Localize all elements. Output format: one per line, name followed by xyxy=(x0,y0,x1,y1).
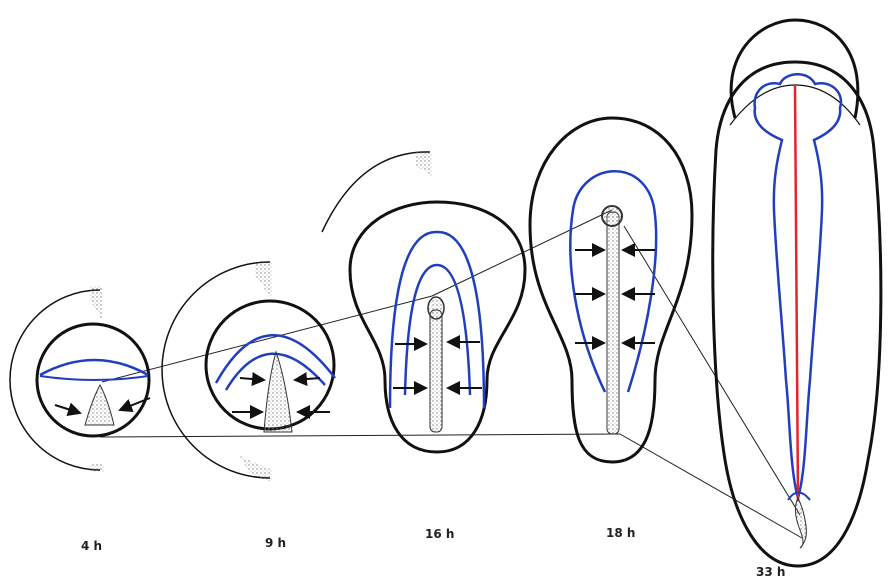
stage-33h-neural-outline xyxy=(753,73,843,503)
stage-18h-epiblast-outer xyxy=(569,170,658,393)
stage-label-33h: 33 h xyxy=(756,565,786,579)
stage-9h-outer-arc xyxy=(161,261,271,479)
stage-9h-arrow-upper-left xyxy=(239,372,266,386)
stage-4h-arrow-right xyxy=(118,397,151,413)
stage-9h-stipple xyxy=(240,262,272,482)
stage-18h-primitive-streak xyxy=(606,211,620,435)
stage-16h-outer-arc xyxy=(321,151,431,233)
stage-33h-head-fold xyxy=(729,18,860,119)
stage-33h-notochord xyxy=(793,85,800,501)
stage-16h-epiblast-inner xyxy=(403,263,472,396)
stage-16h-epiblast-outer xyxy=(388,230,486,409)
stage-33h-primitive-streak xyxy=(794,496,807,549)
stage-33h-body xyxy=(711,60,883,568)
stage-4h-epiblast-line xyxy=(39,358,149,377)
stage-33h-head-fold-inner xyxy=(729,84,861,126)
stage-4h-embryo xyxy=(9,286,151,472)
stage-16h-stipple xyxy=(416,152,432,178)
stage-9h-arrow-upper-right xyxy=(293,372,321,387)
stage-4h-epiblast-line-lower xyxy=(39,375,149,381)
stage-9h-epiblast-outer xyxy=(214,334,336,384)
stage-4h-primitive-streak xyxy=(84,383,115,426)
stage-33h-embryo xyxy=(711,18,883,568)
stage-9h-epiblast-inner xyxy=(224,352,326,391)
stage-18h-hensens-node xyxy=(601,205,623,227)
stage-label-4h: 4 h xyxy=(81,539,103,553)
stage-18h-disc xyxy=(528,116,694,464)
stage-4h-disc xyxy=(35,322,151,438)
stage-16h-embryo xyxy=(321,151,527,454)
stage-label-16h: 16 h xyxy=(425,527,455,541)
stage-label-9h: 9 h xyxy=(265,536,287,550)
stage-16h-hensens-node xyxy=(427,296,445,320)
stage-label-18h: 18 h xyxy=(606,526,636,540)
stage-4h-arrow-left xyxy=(54,402,82,417)
stage-9h-embryo xyxy=(161,261,336,482)
stage-4h-outer-arc xyxy=(9,289,101,471)
stage-16h-disc xyxy=(348,200,527,454)
stage-9h-primitive-streak xyxy=(263,350,293,433)
stage-33h-tail-bud xyxy=(787,491,811,501)
stage-18h-embryo xyxy=(528,116,694,464)
stage-16h-primitive-streak xyxy=(429,309,443,433)
